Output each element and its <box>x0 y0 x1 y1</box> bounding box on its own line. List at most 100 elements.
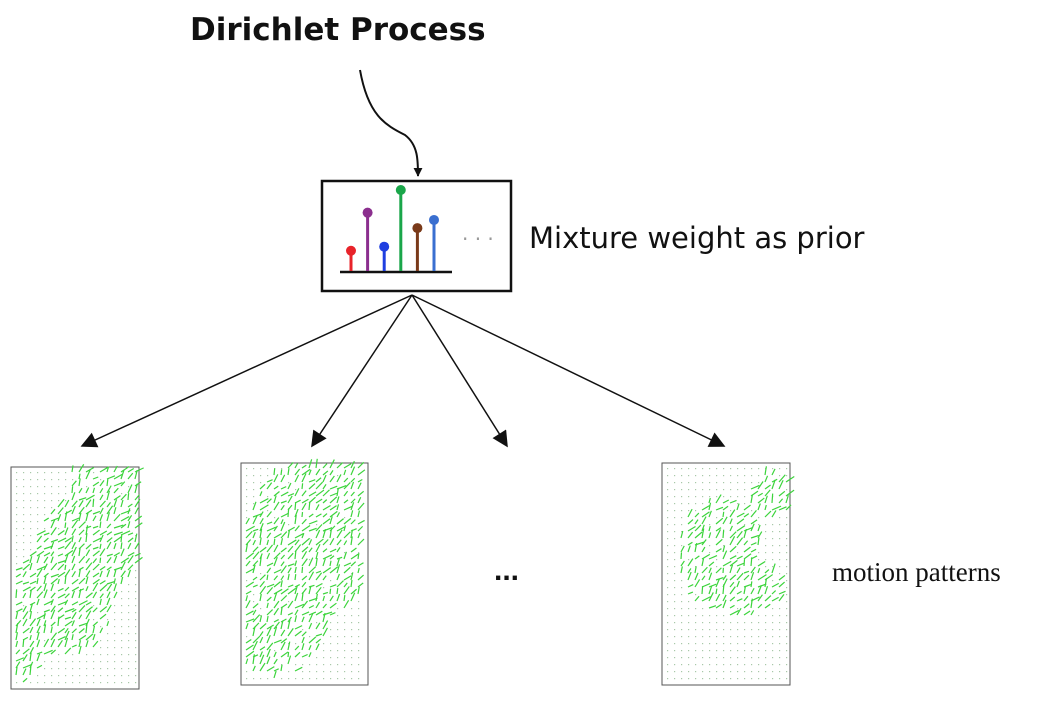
flow-dot <box>16 486 18 488</box>
flow-vector <box>322 591 329 595</box>
flow-dot <box>758 482 760 484</box>
title-to-box-arrow <box>359 69 423 177</box>
flow-vector <box>329 496 338 504</box>
flow-vector <box>106 490 110 501</box>
flow-dot <box>121 605 123 607</box>
flow-vector <box>301 611 310 616</box>
flow-dot <box>330 671 332 673</box>
flow-vector <box>343 594 346 602</box>
flow-vector <box>92 607 98 613</box>
flow-dot <box>30 528 32 530</box>
flow-vector <box>134 507 139 515</box>
flow-vector <box>64 553 69 564</box>
flow-dot <box>758 671 760 673</box>
flow-dot <box>695 657 697 659</box>
flow-vector <box>99 534 104 543</box>
flow-vector <box>322 595 326 602</box>
flow-vector <box>771 510 777 518</box>
flow-vector <box>357 510 361 518</box>
flow-dot <box>681 503 683 505</box>
flow-dot <box>323 650 325 652</box>
stem-head-5 <box>412 223 423 234</box>
flow-vector <box>36 651 43 655</box>
flow-vector <box>99 530 108 536</box>
flow-dot <box>702 503 704 505</box>
flow-dot <box>344 650 346 652</box>
flow-dot <box>737 496 739 498</box>
flow-dot <box>674 622 676 624</box>
flow-vector <box>294 532 304 539</box>
flow-vector <box>36 618 41 627</box>
flow-vector <box>273 651 277 658</box>
flow-vector <box>336 593 341 602</box>
flow-vector <box>708 572 713 581</box>
flow-vector <box>308 491 317 497</box>
flow-dot <box>737 503 739 505</box>
flow-vector <box>750 581 753 588</box>
flow-vector <box>680 545 685 553</box>
flow-dot <box>23 535 25 537</box>
flow-vector <box>252 551 260 560</box>
flow-vector <box>113 569 117 578</box>
flow-vector <box>259 622 267 630</box>
flow-dot <box>121 612 123 614</box>
flow-vector <box>245 530 253 539</box>
flow-dot <box>37 675 39 677</box>
flow-vector <box>743 528 747 539</box>
flow-vector <box>301 502 307 511</box>
flow-dot <box>688 678 690 680</box>
flow-dot <box>121 598 123 600</box>
flow-dot <box>779 475 781 477</box>
flow-dot <box>16 556 18 558</box>
flow-dot <box>681 678 683 680</box>
flow-vector <box>329 602 337 609</box>
flow-vector <box>266 511 272 518</box>
flow-dot <box>758 643 760 645</box>
flow-vector <box>78 487 83 494</box>
flow-dot <box>135 591 137 593</box>
flow-vector <box>106 466 110 473</box>
flow-vector <box>715 577 724 581</box>
flow-dot <box>744 643 746 645</box>
flow-vector <box>687 531 694 539</box>
flow-dot <box>351 573 353 575</box>
flow-vector <box>708 502 712 511</box>
flow-dot <box>772 629 774 631</box>
flow-vector <box>357 502 365 511</box>
flow-vector <box>259 556 262 567</box>
flow-dot <box>730 496 732 498</box>
flow-dot <box>93 619 95 621</box>
flow-vector <box>757 481 764 490</box>
flow-vector <box>294 560 298 567</box>
flow-vector <box>113 555 118 564</box>
flow-vector <box>64 537 73 543</box>
flow-dot <box>16 535 18 537</box>
flow-vector <box>301 653 308 658</box>
flow-vector <box>301 524 311 532</box>
flow-vector <box>245 590 252 595</box>
flow-dot <box>128 668 130 670</box>
flow-dot <box>72 668 74 670</box>
flow-dot <box>758 468 760 470</box>
flow-vector <box>322 518 331 525</box>
flow-dot <box>772 580 774 582</box>
flow-dot <box>260 573 262 575</box>
flow-vector <box>687 519 694 525</box>
flow-dot <box>702 629 704 631</box>
flow-dot <box>772 664 774 666</box>
flow-vector <box>50 508 56 515</box>
flow-vector <box>64 574 67 585</box>
flow-vector <box>350 510 354 518</box>
flow-vector <box>350 502 355 511</box>
flow-vector <box>259 662 266 672</box>
flow-vector <box>273 639 282 644</box>
flow-dot <box>744 650 746 652</box>
flow-dot <box>302 671 304 673</box>
flow-dot <box>337 622 339 624</box>
flow-vector <box>85 576 89 585</box>
flow-dot <box>709 643 711 645</box>
flow-vector <box>113 495 121 501</box>
flow-dot <box>779 566 781 568</box>
flow-dot <box>107 647 109 649</box>
flow-vector <box>92 510 101 515</box>
